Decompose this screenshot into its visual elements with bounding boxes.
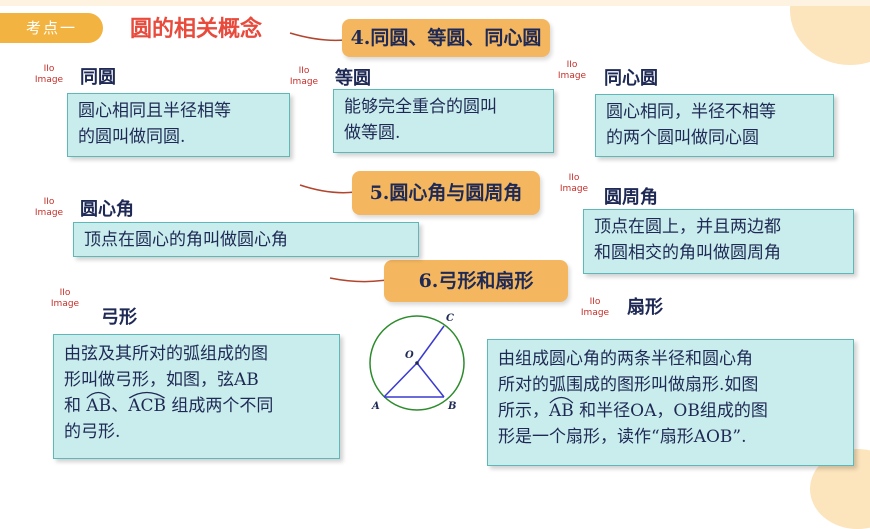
center-point xyxy=(415,361,419,365)
arc-ab-label: AB xyxy=(86,396,112,416)
definition-tongyuan: 圆心相同且半径相等 的圆叫做同圆. xyxy=(67,93,290,157)
page-title: 圆的相关概念 xyxy=(130,17,263,42)
image-placeholder: IIo Image xyxy=(289,66,319,87)
shanxing-line-4: 形是一个扇形，读作“扇形AOB”. xyxy=(498,427,747,447)
arc-ab-notation: AB xyxy=(86,391,112,419)
gongxing-line-3-part-c: 组成两个不同 xyxy=(165,396,274,416)
definition-tongxinyuan: 圆心相同，半径不相等 的两个圆叫做同心圆 xyxy=(595,94,834,157)
connector-lines xyxy=(289,32,387,283)
radius-oa xyxy=(383,362,418,398)
shanxing-line-3-part-b: 和半径OA，OB组成的图 xyxy=(573,401,768,421)
definition-shanxing: 由组成圆心角的两条半径和圆心角 所对的弧围成的图形叫做扇形.如图 所示，AB 和… xyxy=(487,339,854,466)
point-label-c: C xyxy=(446,313,454,324)
heading-tongyuan: 同圆 xyxy=(80,67,116,88)
radius-oc xyxy=(416,325,445,364)
circle xyxy=(369,315,465,411)
heading-dengyuan: 等圆 xyxy=(335,68,371,89)
definition-dengyuan: 能够完全重合的圆叫 做等圆. xyxy=(333,89,554,153)
point-label-o: O xyxy=(405,350,414,361)
circle-figure: A B C O xyxy=(369,313,465,412)
gongxing-line-2: 形叫做弓形，如图，弦AB xyxy=(64,370,259,390)
arc-acb-label: ACB xyxy=(128,396,166,416)
point-label-b: B xyxy=(447,401,456,412)
gongxing-line-3: 和 AB、ACB 组成两个不同 xyxy=(64,391,329,419)
gongxing-line-3-part-b: 、 xyxy=(111,396,129,416)
gongxing-line-4: 的弓形. xyxy=(64,422,121,442)
image-placeholder: IIo Image xyxy=(34,197,64,218)
definition-yuanxinjiao: 顶点在圆心的角叫做圆心角 xyxy=(73,222,419,257)
shanxing-line-3-part-a: 所示， xyxy=(498,401,549,421)
image-placeholder: IIo Image xyxy=(34,64,64,85)
heading-shanxing: 扇形 xyxy=(627,297,663,318)
banner-gongxing-shanxing: 6.弓形和扇形 xyxy=(384,260,568,302)
banner-yuanxinjiao-yuanzhoujiao: 5.圆心角与圆周角 xyxy=(352,171,540,215)
image-placeholder: IIo Image xyxy=(580,297,610,318)
radius-ob xyxy=(416,362,445,398)
gongxing-line-3-part-a: 和 xyxy=(64,396,87,416)
heading-yuanxinjiao: 圆心角 xyxy=(80,199,134,220)
image-placeholder: IIo Image xyxy=(50,288,80,309)
image-placeholder: IIo Image xyxy=(559,173,589,194)
image-placeholder: IIo Image xyxy=(557,60,587,81)
definition-yuanzhoujiao: 顶点在圆上，并且两边都 和圆相交的角叫做圆周角 xyxy=(583,209,854,274)
arc-acb-notation: ACB xyxy=(128,391,166,419)
shanxing-line-3: 所示，AB 和半径OA，OB组成的图 xyxy=(498,396,843,424)
heading-tongxinyuan: 同心圆 xyxy=(604,68,658,89)
point-label-a: A xyxy=(371,401,380,412)
heading-yuanzhoujiao: 圆周角 xyxy=(604,187,658,208)
banner-tongyuan-dengyuan-tongxinyuan: 4.同圆、等圆、同心圆 xyxy=(342,19,550,57)
arc-ab-notation: AB xyxy=(549,396,574,424)
definition-gongxing: 由弦及其所对的弧组成的图 形叫做弓形，如图，弦AB 和 AB、ACB 组成两个不… xyxy=(53,334,340,459)
arc-ab-label: AB xyxy=(549,401,574,421)
section-tag: 考点一 xyxy=(0,13,103,43)
shanxing-line-1: 由组成圆心角的两条半径和圆心角 xyxy=(498,349,753,369)
top-border-line xyxy=(0,0,870,6)
gongxing-line-1: 由弦及其所对的弧组成的图 xyxy=(64,344,268,364)
shanxing-line-2: 所对的弧围成的图形叫做扇形.如图 xyxy=(498,375,759,395)
heading-gongxing: 弓形 xyxy=(101,307,137,328)
